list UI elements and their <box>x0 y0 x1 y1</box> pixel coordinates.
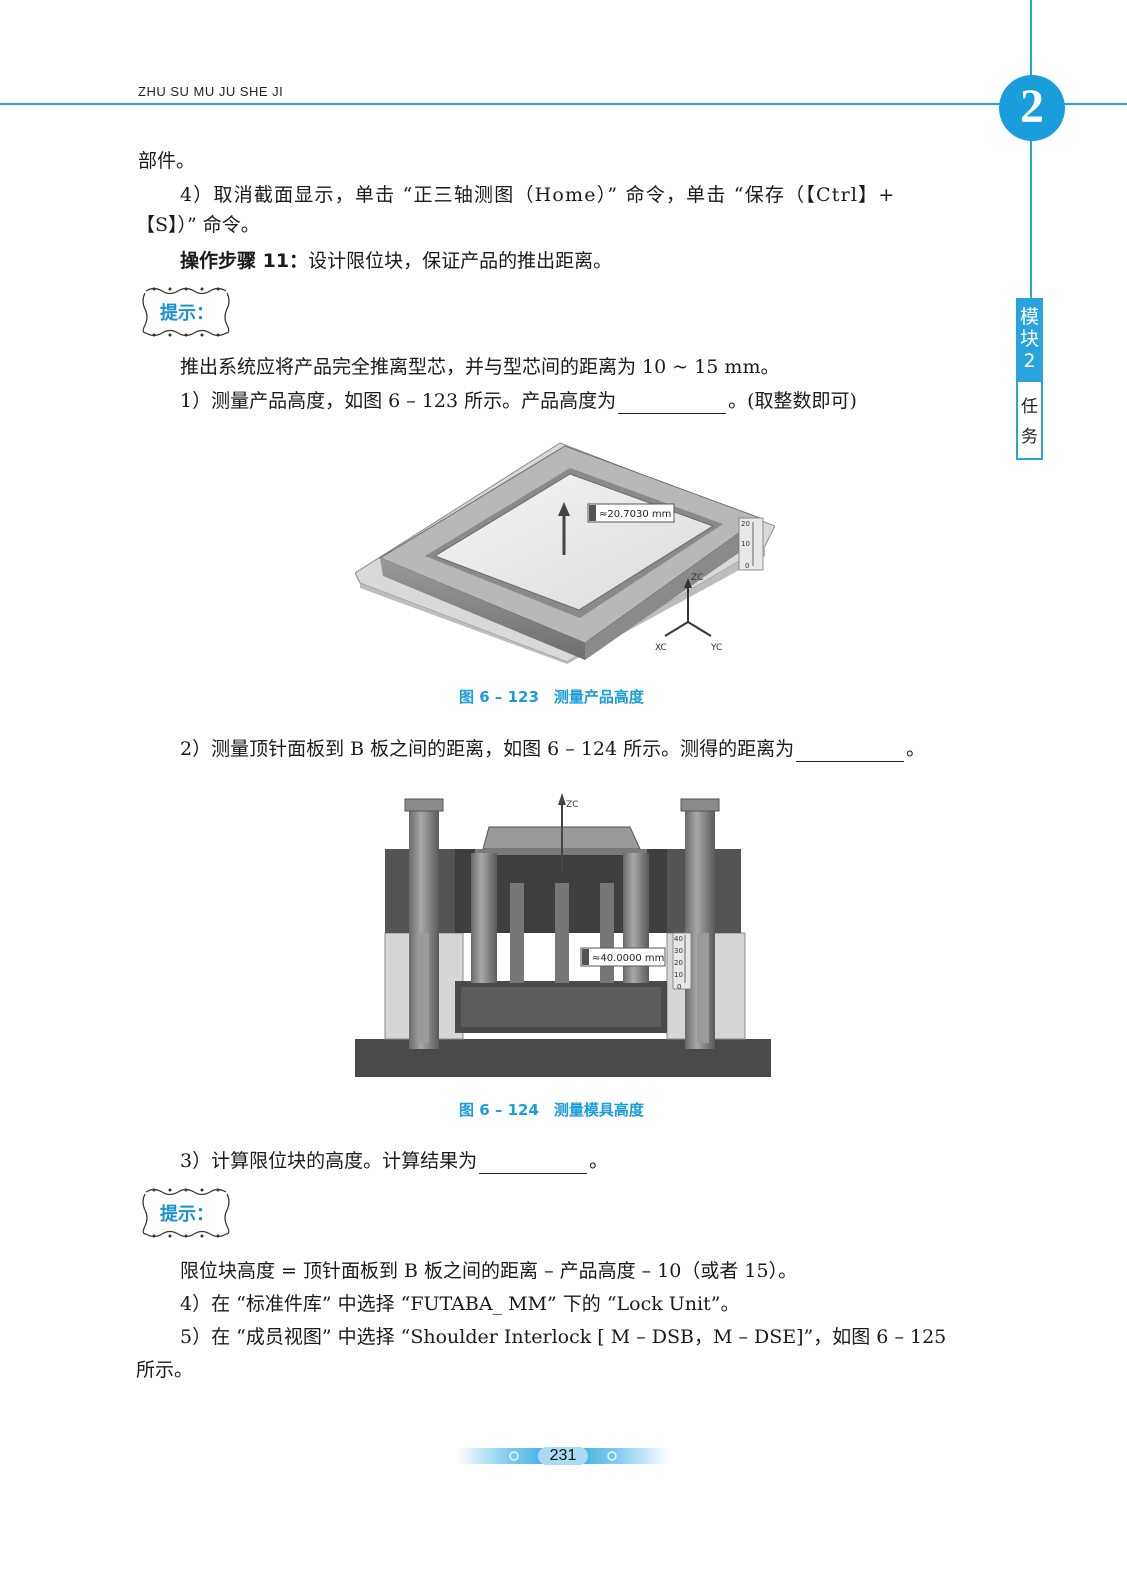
axis-yc-label: YC <box>710 643 722 653</box>
hint-box: 提示： <box>140 1186 232 1240</box>
side-tab-task: 任 务 <box>1018 382 1041 452</box>
hint-frame-icon <box>142 1188 230 1238</box>
figure-caption: 图 6 – 124 测量模具高度 <box>459 1101 644 1119</box>
item-text: 。(取整数即可) <box>728 390 857 412</box>
fill-in-blank[interactable] <box>618 394 727 414</box>
page-number-banner: 231 <box>456 1446 670 1466</box>
paragraph-line: 1）测量产品高度，如图 6 – 123 所示。产品高度为 。(取整数即可) <box>180 388 857 414</box>
axis-zc-label: ZC <box>691 573 703 583</box>
ruler-label: 10 <box>741 540 750 548</box>
step-heading: 操作步骤 11：设计限位块，保证产品的推出距离。 <box>180 248 612 274</box>
paragraph-line: 4）取消截面显示，单击 “正三轴测图（Home）” 命令，单击 “保存（【Ctr… <box>180 184 896 206</box>
paragraph-line: 2）测量顶针面板到 B 板之间的距离，如图 6 – 124 所示。测得的距离为 。 <box>180 736 925 762</box>
running-header: ZHU SU MU JU SHE JI <box>138 84 284 99</box>
hint-label: 提示： <box>160 1204 214 1225</box>
item-text: 。 <box>906 738 926 760</box>
item-text: 2）测量顶针面板到 B 板之间的距离，如图 6 – 124 所示。测得的距离为 <box>180 738 795 760</box>
ruler-label: 0 <box>745 562 749 570</box>
side-tab: 模 块 2 任 务 <box>1016 298 1043 460</box>
figure-product-height: ≈20.7030 mm 20 10 0 ZC XC YC <box>355 442 775 664</box>
step-text: 设计限位块，保证产品的推出距离。 <box>308 250 613 272</box>
hint-box: 提示： <box>140 285 232 339</box>
fill-in-blank[interactable] <box>796 742 905 762</box>
axis-xc-label: XC <box>655 643 667 653</box>
ruler-label: 20 <box>741 520 750 528</box>
step-label: 操作步骤 11： <box>180 250 309 272</box>
figure-caption: 图 6 – 123 测量产品高度 <box>459 688 644 706</box>
header-rule <box>0 103 1127 105</box>
axis-zc-label: ZC <box>566 800 578 810</box>
paragraph-line: 部件。 <box>138 150 196 172</box>
side-tab-char: 模 <box>1019 306 1039 328</box>
paragraph-line: 【S】）” 命令。 <box>136 214 260 236</box>
ruler-label: 20 <box>674 959 683 967</box>
item-text: 。 <box>589 1150 609 1172</box>
paragraph-line: 5）在 “成员视图” 中选择 “Shoulder Interlock [ M –… <box>180 1326 947 1348</box>
side-tab-char: 任 <box>1021 397 1038 417</box>
paragraph-line: 推出系统应将产品完全推离型芯，并与型芯间的距离为 10 ~ 15 mm。 <box>180 356 780 378</box>
side-tab-char: 2 <box>1023 350 1036 372</box>
side-tab-module: 模 块 2 <box>1018 300 1041 382</box>
paragraph-line: 所示。 <box>136 1359 194 1381</box>
measurement-label: ≈40.0000 mm <box>592 953 664 964</box>
chapter-badge: 2 <box>999 75 1065 141</box>
hint-frame-icon <box>142 287 230 337</box>
measurement-label: ≈20.7030 mm <box>599 509 671 520</box>
fill-in-blank[interactable] <box>479 1154 588 1174</box>
item-text: 1）测量产品高度，如图 6 – 123 所示。产品高度为 <box>180 390 617 412</box>
ruler-label: 10 <box>674 971 683 979</box>
paragraph-line: 4）在 “标准件库” 中选择 “FUTABA_ MM” 下的 “Lock Uni… <box>180 1293 740 1315</box>
paragraph-line: 3）计算限位块的高度。计算结果为 。 <box>180 1148 608 1174</box>
margin-rule <box>1030 0 1032 300</box>
page-number: 231 <box>549 1447 577 1464</box>
banner-ornament-icon <box>456 1447 670 1465</box>
ruler-label: 40 <box>674 935 683 943</box>
side-tab-char: 块 <box>1019 328 1039 350</box>
side-tab-char: 务 <box>1021 427 1038 447</box>
item-text: 3）计算限位块的高度。计算结果为 <box>180 1150 478 1172</box>
ruler-label: 30 <box>674 947 683 955</box>
figure-mold-height: ZC ≈40.0000 mm 40 30 20 10 0 <box>355 793 771 1077</box>
hint-label: 提示： <box>160 303 214 324</box>
paragraph-line: 限位块高度 = 顶针面板到 B 板之间的距离 – 产品高度 – 10（或者 15… <box>180 1260 798 1282</box>
ruler-label: 0 <box>677 983 681 991</box>
